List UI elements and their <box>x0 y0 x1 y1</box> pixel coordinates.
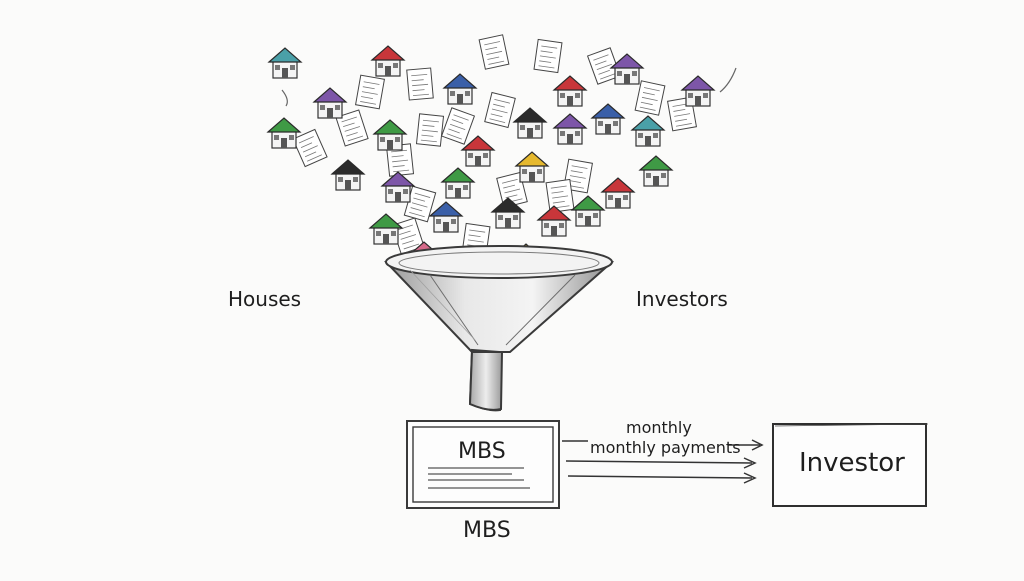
house-icon <box>590 103 626 135</box>
house-icon <box>266 117 302 149</box>
arrow-right-icon <box>567 472 757 484</box>
document-icon <box>415 113 445 147</box>
house-icon <box>267 47 303 79</box>
house-icon <box>370 45 406 77</box>
document-icon <box>634 80 666 116</box>
funnel-icon <box>384 245 615 412</box>
house-icon <box>442 73 478 105</box>
house-icon <box>514 151 550 183</box>
document-icon <box>292 128 328 168</box>
monthly-label: monthly <box>626 418 692 437</box>
houses-label: Houses <box>228 287 302 311</box>
document-icon <box>335 109 369 147</box>
house-icon <box>630 115 666 147</box>
document-icon <box>403 185 437 223</box>
mbs-certificate-box <box>406 420 560 509</box>
house-icon <box>600 177 636 209</box>
document-icon <box>354 74 386 110</box>
house-icon <box>512 107 548 139</box>
house-icon <box>440 167 476 199</box>
investors-label: Investors <box>636 287 728 311</box>
investor-box <box>772 423 929 507</box>
house-icon <box>680 75 716 107</box>
document-icon <box>478 34 510 70</box>
document-icon <box>533 38 563 74</box>
payment-arrows <box>562 439 764 484</box>
house-icon <box>536 205 572 237</box>
document-icon <box>586 47 622 85</box>
document-icon <box>406 67 434 101</box>
house-icon <box>368 213 404 245</box>
arrow-right-icon <box>565 457 757 469</box>
houses-layer <box>266 45 716 279</box>
document-icon <box>484 91 516 129</box>
house-icon <box>312 87 348 119</box>
house-icon <box>609 53 645 85</box>
arrow-right-icon <box>562 439 764 451</box>
house-icon <box>460 135 496 167</box>
mbs-box-label: MBS <box>458 439 506 464</box>
mbs-caption: MBS <box>463 518 511 543</box>
sketch-stroke <box>281 89 288 107</box>
document-icon <box>440 107 476 145</box>
house-icon <box>330 159 366 191</box>
investor-box-label: Investor <box>799 448 905 478</box>
house-icon <box>380 171 416 203</box>
house-icon <box>552 75 588 107</box>
house-icon <box>372 119 408 151</box>
monthly-payments-label: monthly payments <box>590 438 741 457</box>
document-icon <box>545 178 575 214</box>
house-icon <box>490 197 526 229</box>
house-icon <box>428 201 464 233</box>
house-icon <box>570 195 606 227</box>
document-icon <box>385 143 415 177</box>
sketch-stroke <box>719 67 737 93</box>
house-icon <box>638 155 674 187</box>
house-icon <box>552 113 588 145</box>
